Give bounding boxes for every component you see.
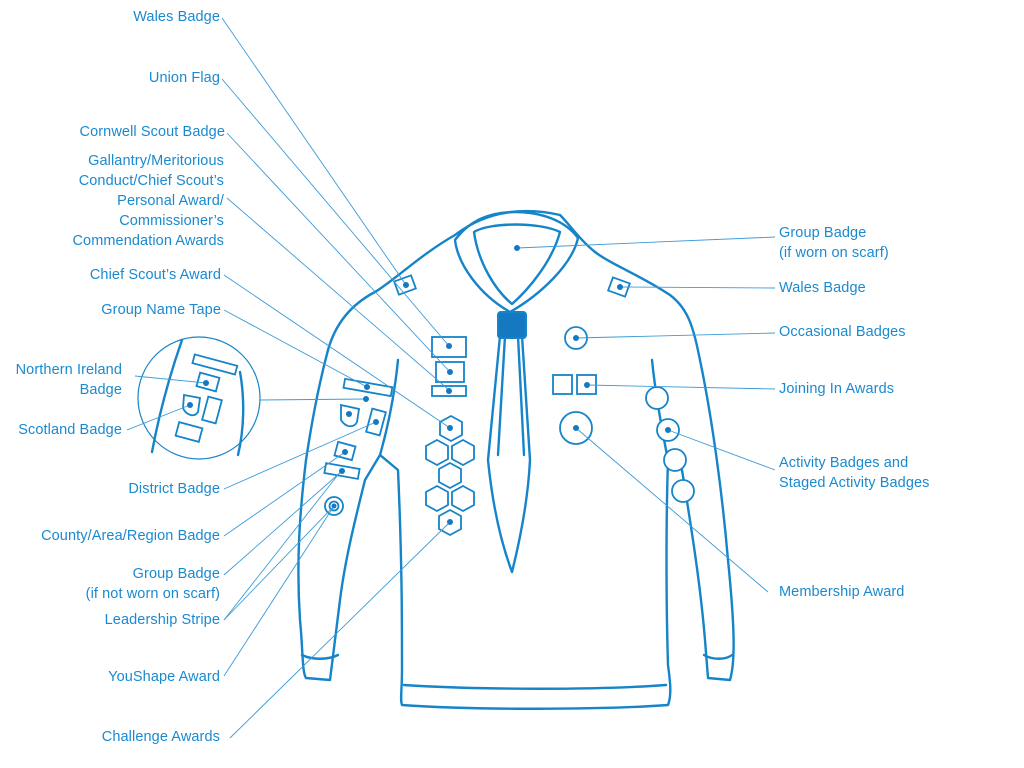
label-wales-badge-right: Wales Badge: [779, 280, 866, 296]
label-joining-in-awards: Joining In Awards: [779, 381, 895, 397]
gallantry-line-2: Conduct/Chief Scout’s: [78, 173, 224, 189]
label-county-area-region-badge: County/Area/Region Badge: [41, 528, 220, 544]
inset-magnifier: [137, 336, 367, 460]
marker-dots: [187, 245, 671, 525]
left-cuff: [300, 653, 340, 660]
label-scotland-badge: Scotland Badge: [18, 422, 122, 438]
left-sleeve-seam: [378, 358, 400, 457]
gallantry-line-4: Commissioner’s: [119, 213, 224, 229]
label-membership-award: Membership Award: [779, 584, 905, 600]
activity-badges-line-2: Staged Activity Badges: [779, 475, 930, 491]
label-activity-badges: Activity Badges and Staged Activity Badg…: [779, 453, 930, 493]
gallantry-line-1: Gallantry/Meritorious: [88, 153, 224, 169]
label-wales-badge-left: Wales Badge: [133, 9, 220, 25]
label-group-name-tape: Group Name Tape: [101, 302, 221, 318]
leader-lines: [126, 17, 776, 739]
right-sleeve-seam: [650, 358, 670, 462]
scarf: [486, 334, 532, 574]
woggle: [497, 311, 527, 339]
group-badge-not-scarf-line-2: (if not worn on scarf): [85, 586, 220, 602]
label-district-badge: District Badge: [128, 481, 220, 497]
label-occasional-badges: Occasional Badges: [779, 324, 906, 340]
label-cornwell-scout-badge: Cornwell Scout Badge: [79, 124, 225, 140]
label-group-badge-not-scarf: Group Badge (if not worn on scarf): [86, 564, 220, 604]
label-chief-scouts-award: Chief Scout’s Award: [89, 267, 221, 283]
waistband: [402, 683, 668, 690]
label-youshape-award: YouShape Award: [108, 669, 220, 685]
activity-badges-line-1: Activity Badges and: [779, 455, 909, 471]
hexagons: [425, 414, 475, 537]
scarf-inner: [496, 334, 526, 457]
label-gallantry-awards: Gallantry/Meritorious Conduct/Chief Scou…: [72, 151, 224, 251]
gallantry-line-5: Commendation Awards: [72, 233, 224, 249]
group-badge-scarf-line-1: Group Badge: [779, 225, 867, 241]
collar-inner: [472, 223, 562, 306]
label-union-flag: Union Flag: [148, 70, 220, 86]
ni-line-1: Northern Ireland: [15, 362, 122, 378]
label-group-badge-scarf: Group Badge (if worn on scarf): [779, 223, 889, 263]
group-badge-scarf-line-2: (if worn on scarf): [779, 245, 889, 261]
gallantry-line-3: Personal Award/: [117, 193, 224, 209]
label-northern-ireland-badge: Northern Ireland Badge: [16, 360, 122, 400]
right-cuff: [702, 653, 734, 660]
group-badge-not-scarf-line-1: Group Badge: [132, 566, 220, 582]
label-challenge-awards: Challenge Awards: [101, 729, 220, 745]
shirt-body: [297, 209, 735, 710]
label-leadership-stripe: Leadership Stripe: [104, 612, 220, 628]
collar: [453, 210, 580, 314]
joining-in-a: [552, 374, 573, 395]
shirt-outline: [297, 209, 735, 710]
ni-line-2: Badge: [79, 382, 122, 398]
